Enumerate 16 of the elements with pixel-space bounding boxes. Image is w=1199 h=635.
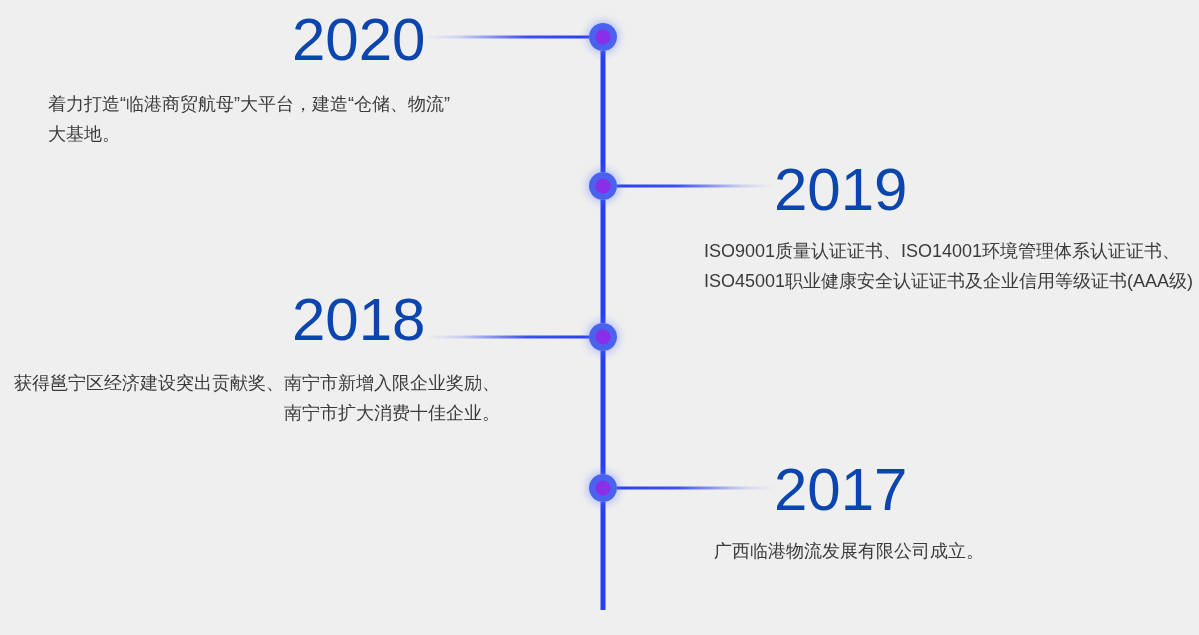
year-label: 2019 [774,160,908,220]
timeline-line [600,200,606,323]
description-text: 着力打造“临港商贸航母”大平台，建造“仓储、物流”大基地。 [48,93,451,146]
timeline-line [600,502,606,610]
description-text: 获得邕宁区经济建设突出贡献奖、南宁市新增入限企业奖励、南宁市扩大消费十佳企业。 [13,372,500,425]
year-label: 2017 [774,460,908,520]
timeline-dot [589,23,617,51]
description-text: 广西临港物流发展有限公司成立。 [714,540,984,563]
timeline-line [600,51,606,172]
timeline-line [600,351,606,474]
timeline-dot [589,474,617,502]
description-text: ISO9001质量认证证书、ISO14001环境管理体系认证证书、ISO45001职业健康安全认证证书及企业信用等级证书(AAA级) [704,240,1195,293]
timeline-dot [589,172,617,200]
timeline-dot [589,323,617,351]
year-label: 2020 [292,10,426,70]
year-label: 2018 [292,290,426,350]
